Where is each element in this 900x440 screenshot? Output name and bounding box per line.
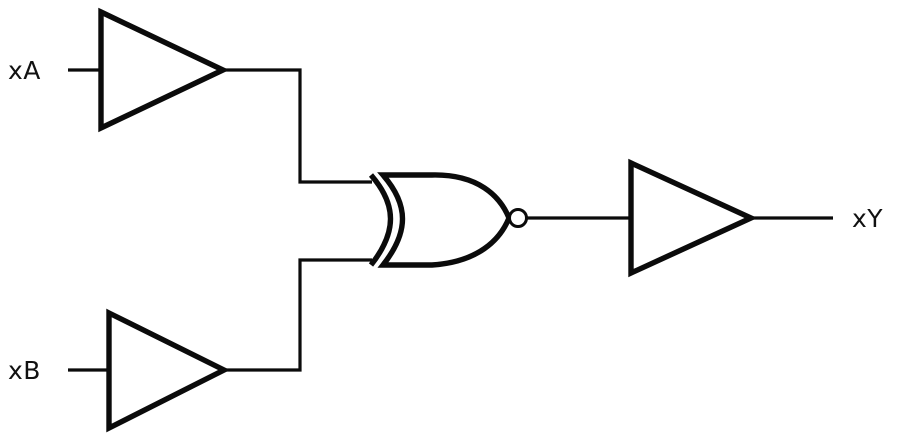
label-input-b: xB	[8, 356, 41, 385]
label-input-a: xA	[8, 56, 41, 85]
xnor-inversion-bubble	[508, 208, 528, 228]
xnor-outer-arc	[368, 173, 394, 267]
buffer-a-triangle	[98, 7, 230, 133]
gate-xnor	[368, 172, 528, 268]
gate-buffer-y	[628, 158, 758, 278]
buffer-y-triangle	[628, 158, 758, 278]
gate-buffer-b	[106, 308, 231, 433]
buffer-b-triangle	[106, 308, 231, 433]
gate-buffer-a	[98, 7, 230, 133]
label-output-y: xY	[852, 204, 883, 233]
wire-buffer-b-to-xnor	[222, 258, 372, 372]
xnor-body	[377, 172, 512, 268]
wire-buffer-a-to-xnor	[222, 68, 372, 184]
